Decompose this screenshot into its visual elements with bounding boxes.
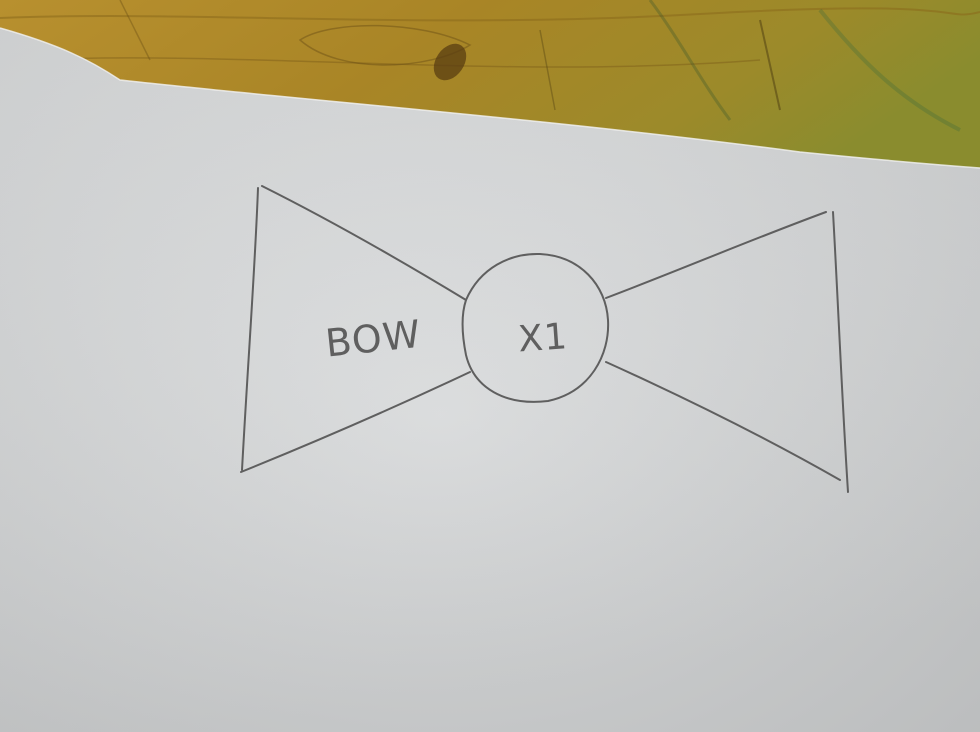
left-wing-bottom-edge xyxy=(240,371,471,473)
center-knot-outline xyxy=(461,252,610,403)
bow-tie-sketch xyxy=(240,185,849,493)
left-wing-outline xyxy=(241,187,259,471)
right-wing-bottom-edge xyxy=(605,361,841,481)
left-wing-top-edge xyxy=(261,185,467,301)
center-label: X1 xyxy=(517,316,569,360)
left-wing-label: BOW xyxy=(323,312,423,366)
right-wing-outline xyxy=(832,211,849,493)
right-wing-top-edge xyxy=(605,211,827,299)
paper-sheet xyxy=(0,27,980,732)
